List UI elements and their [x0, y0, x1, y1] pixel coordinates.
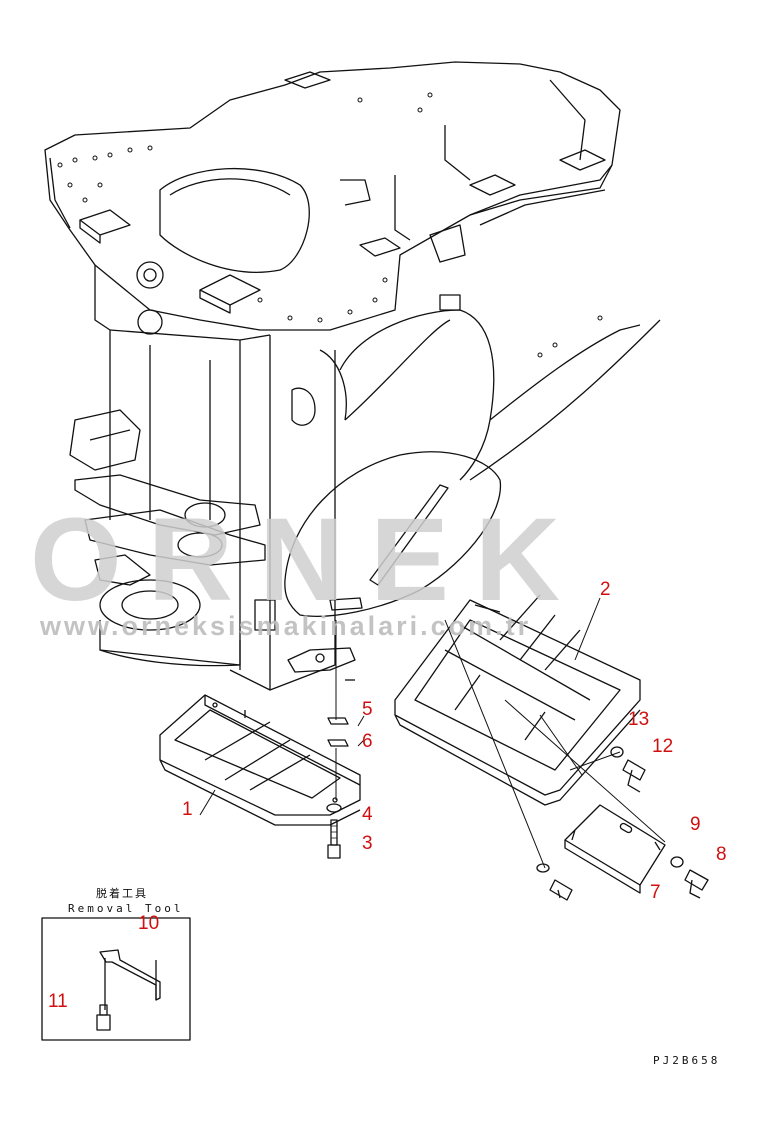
callout-11: 11 [48, 991, 68, 1012]
removal-tool-panel [41, 917, 191, 1041]
watermark-url: www.orneksismakinalari.com.tr [40, 611, 532, 641]
callout-2: 2 [600, 579, 611, 600]
hardware [326, 717, 709, 901]
callout-13: 13 [628, 709, 650, 730]
watermark-brand: ORNEK [30, 494, 587, 626]
callout-6: 6 [362, 731, 373, 752]
removal-tool-title-ja: 脱着工具 [96, 887, 148, 900]
part-2-guard-tray [394, 594, 641, 806]
removal-tool-title-en: Removal Tool [68, 902, 184, 915]
upper-frame [44, 61, 621, 358]
callout-12: 12 [652, 736, 674, 757]
round-hood-shell [284, 309, 661, 681]
callout-8: 8 [716, 844, 727, 865]
callout-1: 1 [182, 799, 193, 820]
leader-lines [199, 597, 666, 869]
part-7-cover-plate [564, 804, 666, 894]
part-1-guard-tray [159, 694, 361, 826]
callout-7: 7 [650, 882, 661, 903]
frame-column [69, 265, 356, 691]
callout-10: 10 [138, 913, 160, 934]
callout-3: 3 [362, 833, 373, 854]
callout-4: 4 [362, 804, 373, 825]
drawing-code: PJ2B658 [653, 1054, 721, 1067]
callout-9: 9 [690, 814, 701, 835]
callout-5: 5 [362, 699, 373, 720]
